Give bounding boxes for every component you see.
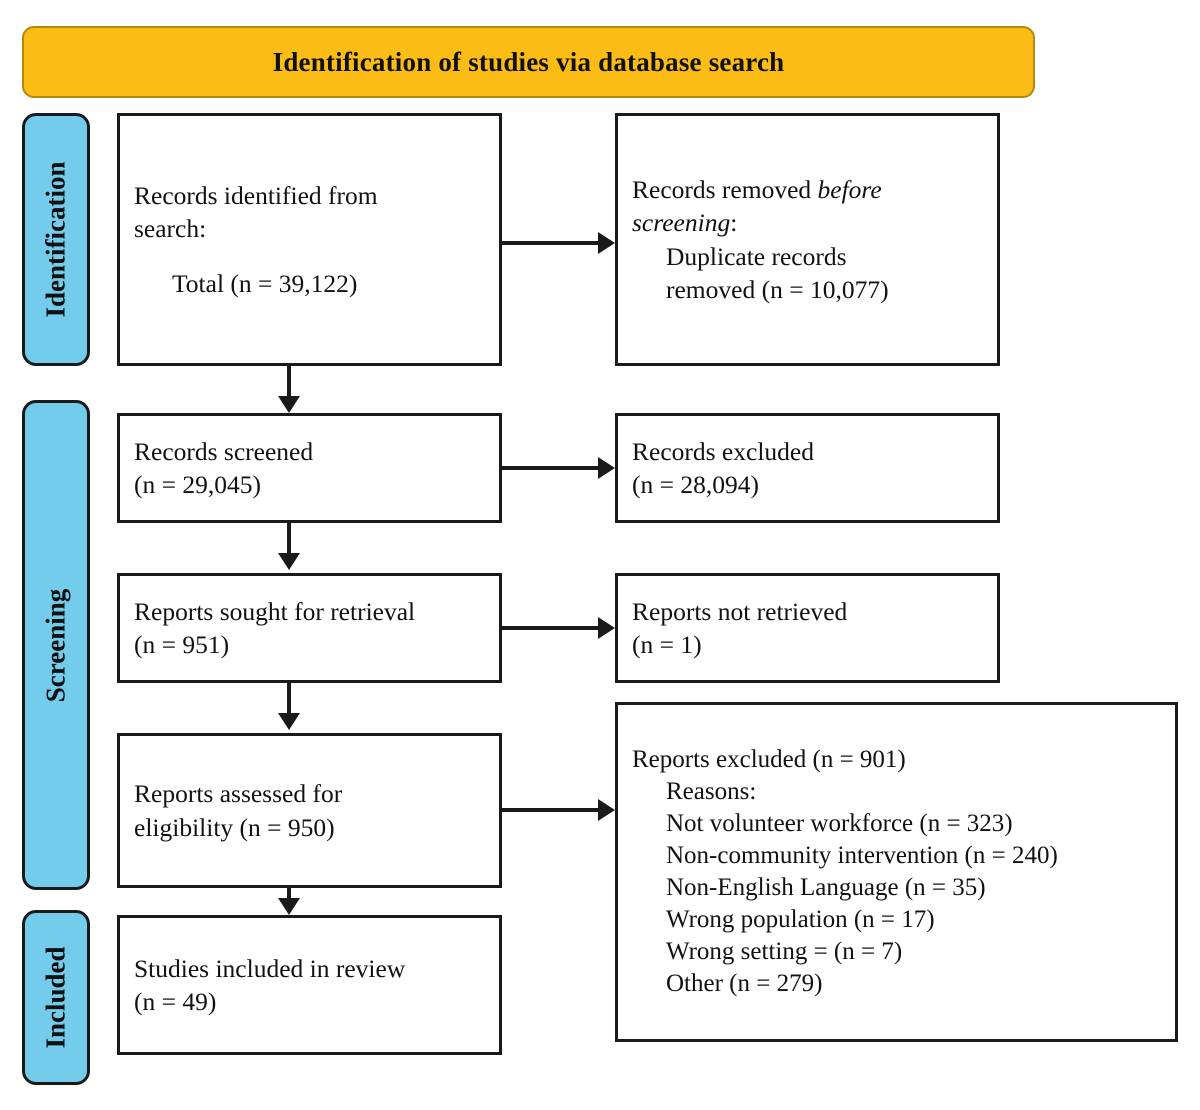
reports-excluded-reason-1: Not volunteer workforce (n = 323)	[666, 810, 1013, 837]
reports-excluded-heading: Reports excluded (n = 901)	[632, 746, 906, 773]
box-records-excluded: Records excluded (n = 28,094)	[615, 413, 1000, 523]
reports-assessed-count: eligibility (n = 950)	[134, 812, 335, 842]
box-reports-assessed: Reports assessed for eligibility (n = 95…	[117, 733, 502, 888]
records-removed-prefix: Records removed	[632, 175, 818, 205]
arrowhead-assessed-to-reasons-icon	[598, 799, 615, 821]
box-reports-assessed-text: Reports assessed for eligibility (n = 95…	[120, 777, 499, 843]
stage-label-included: Included	[22, 910, 90, 1085]
spacer	[134, 246, 485, 267]
box-records-identified: Records identified from search: Total (n…	[117, 113, 502, 366]
records-excluded-count: (n = 28,094)	[632, 470, 759, 499]
records-identified-line-1: Records identified from	[134, 181, 378, 211]
reports-excluded-reason-5: Wrong setting = (n = 7)	[666, 938, 903, 965]
reports-sought-count: (n = 951)	[134, 630, 230, 659]
records-removed-italic-before: before	[817, 175, 882, 205]
box-records-screened: Records screened (n = 29,045)	[117, 413, 502, 523]
connector-identified-to-screened	[287, 366, 291, 398]
records-removed-line-4: removed (n = 10,077)	[666, 274, 889, 304]
arrowhead-identified-to-removed-icon	[598, 232, 615, 254]
box-records-identified-text: Records identified from search: Total (n…	[120, 179, 499, 299]
connector-screened-to-excluded	[502, 466, 602, 470]
box-records-removed-text: Records removed before screening: Duplic…	[618, 173, 997, 306]
box-records-screened-text: Records screened (n = 29,045)	[120, 435, 499, 501]
records-removed-line-2: screening:	[632, 206, 983, 239]
connector-sought-to-assessed	[287, 683, 291, 715]
records-removed-line-3: Duplicate records	[666, 241, 847, 271]
arrowhead-sought-to-assessed-icon	[278, 713, 300, 730]
box-studies-included-text: Studies included in review (n = 49)	[120, 952, 499, 1018]
box-records-excluded-text: Records excluded (n = 28,094)	[618, 435, 997, 501]
stage-label-screening: Screening	[22, 400, 90, 890]
box-records-removed: Records removed before screening: Duplic…	[615, 113, 1000, 366]
stage-label-identification: Identification	[22, 113, 90, 366]
reports-excluded-reason-2: Non-community intervention (n = 240)	[666, 842, 1058, 869]
records-screened-line-1: Records screened	[134, 436, 314, 466]
arrowhead-screened-to-sought-icon	[278, 553, 300, 570]
box-reports-sought-text: Reports sought for retrieval (n = 951)	[120, 595, 499, 661]
arrowhead-assessed-to-included-icon	[278, 898, 300, 915]
connector-screened-to-sought	[287, 523, 291, 555]
stage-label-included-text: Included	[40, 946, 71, 1049]
reports-sought-line-1: Reports sought for retrieval	[134, 596, 416, 626]
records-removed-colon: :	[730, 208, 738, 238]
studies-included-count: (n = 49)	[134, 987, 217, 1016]
connector-assessed-to-included	[287, 888, 291, 900]
box-reports-not-retrieved: Reports not retrieved (n = 1)	[615, 573, 1000, 683]
reports-excluded-reason-3: Non-English Language (n = 35)	[666, 874, 986, 901]
arrowhead-identified-to-screened-icon	[278, 396, 300, 413]
arrowhead-screened-to-excluded-icon	[598, 457, 615, 479]
reports-not-retrieved-count: (n = 1)	[632, 630, 702, 659]
reports-not-retrieved-line-1: Reports not retrieved	[632, 596, 848, 626]
diagram-header-banner: Identification of studies via database s…	[22, 26, 1035, 98]
arrowhead-sought-to-not-retrieved-icon	[598, 617, 615, 639]
box-reports-sought: Reports sought for retrieval (n = 951)	[117, 573, 502, 683]
box-reports-excluded-reasons: Reports excluded (n = 901) Reasons: Not …	[615, 702, 1178, 1042]
reports-excluded-reason-6: Other (n = 279)	[666, 970, 823, 997]
reports-excluded-reason-4: Wrong population (n = 17)	[666, 906, 935, 933]
connector-identified-to-removed	[502, 241, 602, 245]
stage-label-identification-text: Identification	[40, 161, 71, 318]
diagram-title: Identification of studies via database s…	[272, 46, 785, 77]
records-screened-count: (n = 29,045)	[134, 470, 261, 499]
reports-assessed-line-1: Reports assessed for	[134, 779, 343, 809]
reports-excluded-subheading: Reasons:	[666, 778, 757, 805]
records-excluded-line-1: Records excluded	[632, 436, 814, 466]
records-identified-line-2: search:	[134, 214, 207, 244]
box-reports-not-retrieved-text: Reports not retrieved (n = 1)	[618, 595, 997, 661]
records-removed-line-1: Records removed before	[632, 173, 983, 206]
studies-included-line-1: Studies included in review	[134, 953, 406, 983]
box-reports-excluded-reasons-text: Reports excluded (n = 901) Reasons: Not …	[618, 744, 1175, 1000]
connector-assessed-to-reasons	[502, 808, 602, 812]
records-removed-italic-screening: screening	[632, 208, 731, 238]
connector-sought-to-not-retrieved	[502, 626, 602, 630]
stage-label-screening-text: Screening	[40, 588, 71, 702]
box-studies-included: Studies included in review (n = 49)	[117, 915, 502, 1055]
records-identified-total: Total (n = 39,122)	[172, 268, 358, 298]
